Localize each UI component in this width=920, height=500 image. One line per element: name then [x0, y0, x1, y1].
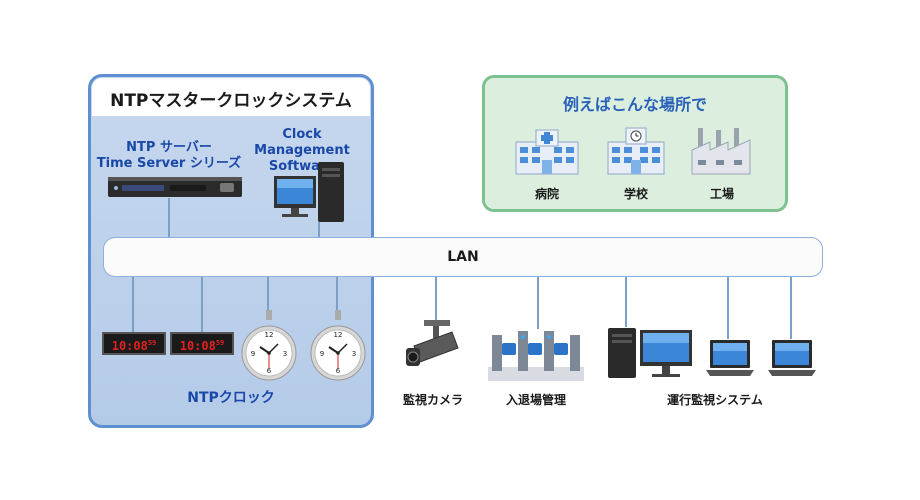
- laptop-2-icon: [768, 340, 816, 376]
- lan-bar: [103, 237, 823, 277]
- digital-clock-2-time: 10:08: [179, 339, 216, 353]
- server-connector: [168, 198, 170, 238]
- place-label-factory: 工場: [709, 187, 734, 201]
- svg-text:3: 3: [352, 350, 356, 358]
- tower-pc-connector: [625, 277, 627, 327]
- entry-gate-icon: [488, 331, 584, 381]
- digital-clock-1-connector: [132, 277, 134, 332]
- place-label-hospital: 病院: [534, 187, 559, 201]
- svg-text:12: 12: [265, 331, 274, 339]
- analog-clock-2: 12 3 6 9: [310, 310, 366, 381]
- analog-clock-2-connector: [336, 277, 338, 317]
- digital-clock-2-connector: [201, 277, 203, 332]
- ntp-server-label: NTP サーバー Time Server シリーズ: [92, 140, 246, 172]
- monitoring-desktop-icon: [608, 328, 692, 378]
- place-label-school: 学校: [623, 187, 648, 201]
- software-label-line1: Clock Management: [254, 127, 350, 158]
- digital-clock-2: 10:0859: [170, 332, 234, 355]
- ntp-clock-label: NTPクロック: [187, 390, 275, 406]
- laptop-1-connector: [727, 277, 729, 339]
- monitoring-system-label: 運行監視システム: [667, 393, 763, 407]
- surveillance-camera-icon: [406, 320, 459, 366]
- software-connector: [318, 222, 320, 238]
- analog-clock-1-connector: [267, 277, 269, 317]
- gate-connector: [537, 277, 539, 329]
- analog-clock-1: 12 3 6 9: [241, 310, 297, 381]
- digital-clock-2-seconds: 59: [215, 339, 225, 347]
- software-pc-icon: [274, 162, 344, 222]
- svg-text:12: 12: [334, 331, 343, 339]
- svg-text:9: 9: [320, 350, 324, 358]
- master-title: NTPマスタークロックシステム: [110, 91, 352, 111]
- ntp-server-icon: [108, 177, 242, 197]
- digital-clock-1-time: 10:08: [111, 339, 148, 353]
- svg-text:3: 3: [283, 350, 287, 358]
- places-title: 例えばこんな場所で: [562, 95, 707, 114]
- laptop-1-icon: [706, 340, 754, 376]
- ntp-server-label-line1: NTP サーバー: [126, 140, 212, 155]
- master-title-box: [92, 78, 370, 116]
- gate-label: 入退場管理: [505, 393, 566, 407]
- svg-text:6: 6: [267, 367, 272, 375]
- digital-clock-1-seconds: 59: [147, 339, 157, 347]
- school-icon: [607, 127, 665, 175]
- lan-label: LAN: [447, 249, 479, 265]
- camera-connector: [435, 277, 437, 327]
- ntp-server-label-line2: Time Server シリーズ: [96, 156, 242, 171]
- factory-icon: [691, 128, 751, 175]
- laptop-2-connector: [790, 277, 792, 339]
- hospital-icon: [515, 129, 579, 175]
- camera-label: 監視カメラ: [402, 393, 463, 407]
- digital-clock-1: 10:0859: [102, 332, 166, 355]
- svg-text:9: 9: [251, 350, 255, 358]
- svg-text:6: 6: [336, 367, 341, 375]
